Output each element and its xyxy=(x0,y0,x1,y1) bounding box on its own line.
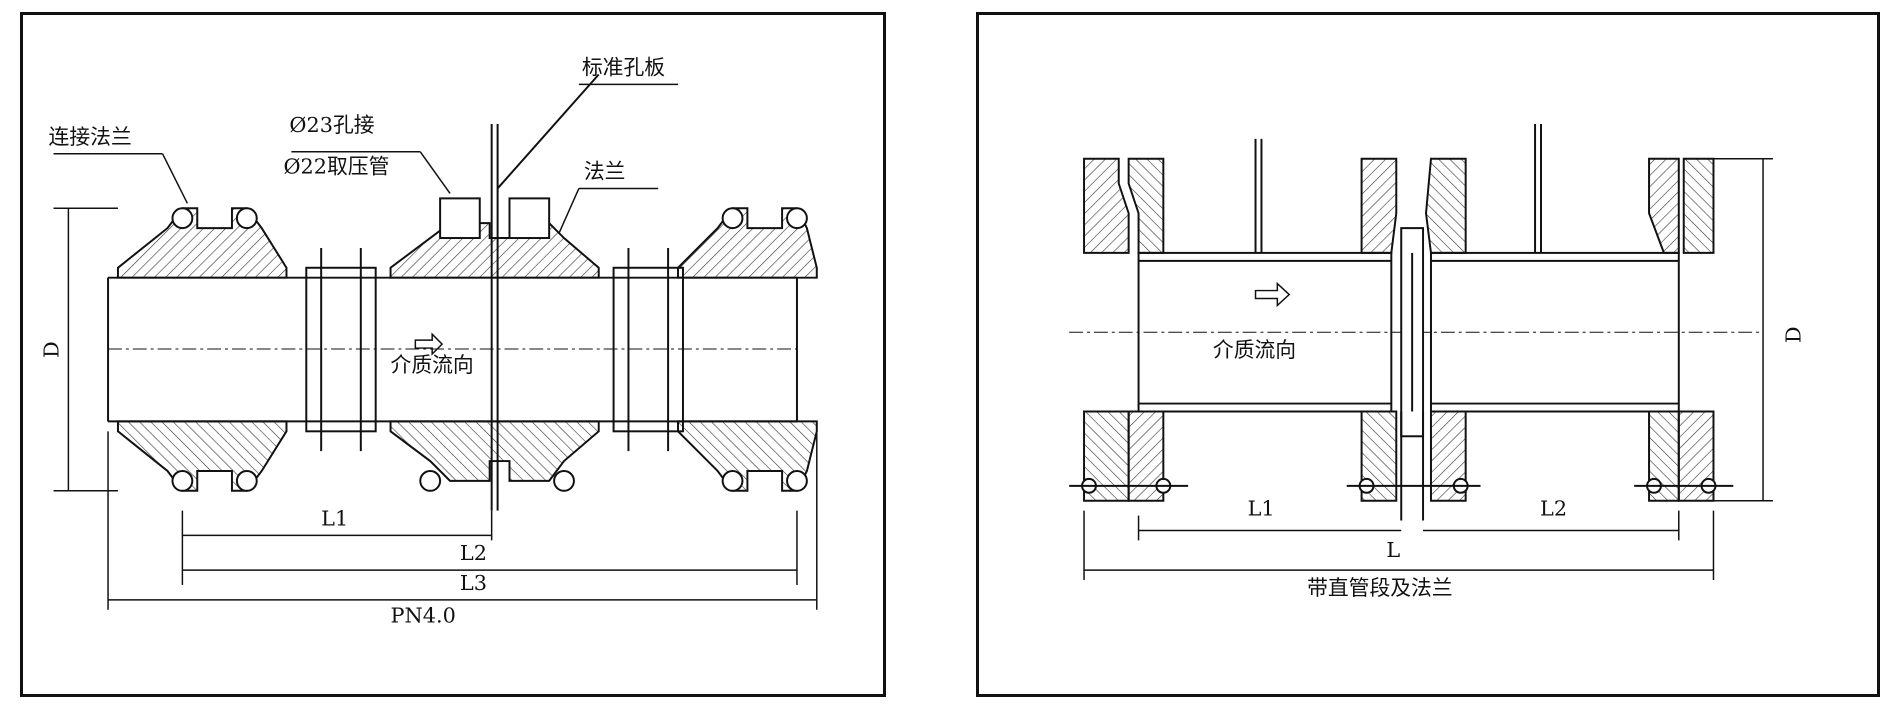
left-flanges xyxy=(116,207,818,492)
left-leaders xyxy=(53,83,679,234)
left-label-orifice: 标准孔板 xyxy=(582,55,665,79)
right-dim-l: L xyxy=(1386,538,1400,562)
right-caption: 带直管段及法兰 xyxy=(1307,576,1453,600)
right-flanges xyxy=(1083,157,1715,502)
left-label-tap: Ø22取压管 xyxy=(283,155,389,179)
left-orifice-plate xyxy=(490,73,600,511)
left-label-hole: Ø23孔接 xyxy=(289,113,374,137)
right-dim-l2: L2 xyxy=(1540,497,1567,521)
left-drawing: 连接法兰 Ø23孔接 Ø22取压管 标准孔板 法兰 介质流向 D L1 L2 L… xyxy=(39,55,818,628)
right-dim-d: D xyxy=(1782,326,1806,343)
right-pressure-taps xyxy=(1254,124,1542,253)
left-label-connect-flange: 连接法兰 xyxy=(49,125,132,149)
left-dim-l3: L3 xyxy=(460,571,487,595)
right-dim-l1: L1 xyxy=(1248,497,1275,521)
left-label-flow: 介质流向 xyxy=(391,353,474,377)
right-flow-arrow-icon xyxy=(1254,281,1291,308)
left-flow-arrow-icon xyxy=(414,332,444,356)
right-drawing-panel: 介质流向 D L1 L2 L 带直管段及法兰 xyxy=(976,12,1880,697)
left-caption: PN4.0 xyxy=(391,604,456,628)
right-dimensions xyxy=(1083,157,1773,581)
left-pipe-body xyxy=(107,276,798,423)
left-dim-l1: L1 xyxy=(321,506,348,530)
right-bolts xyxy=(1069,477,1734,494)
left-label-flange: 法兰 xyxy=(584,160,626,184)
right-orifice-plate xyxy=(1400,227,1425,521)
left-dim-d: D xyxy=(39,341,63,358)
left-dimensions xyxy=(53,207,818,610)
right-label-flow: 介质流向 xyxy=(1213,338,1296,362)
left-drawing-panel: 连接法兰 Ø23孔接 Ø22取压管 标准孔板 法兰 介质流向 D L1 L2 L… xyxy=(20,12,886,697)
right-drawing: 介质流向 D L1 L2 L 带直管段及法兰 xyxy=(1069,124,1806,600)
left-dim-l2: L2 xyxy=(460,541,487,565)
left-bolts xyxy=(171,197,808,492)
left-rings xyxy=(305,247,684,452)
